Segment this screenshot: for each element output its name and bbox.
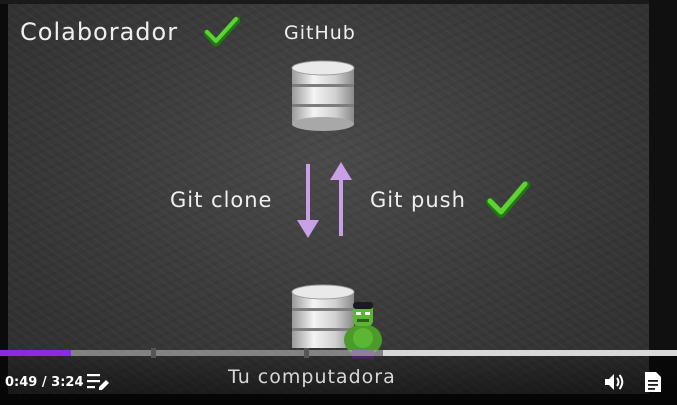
played-bar <box>0 350 71 356</box>
buffered-bar <box>383 350 677 356</box>
progress-bar[interactable] <box>0 348 677 358</box>
local-computer-label: Tu computadora <box>228 366 396 388</box>
top-edge <box>0 0 677 4</box>
chapter-marker[interactable] <box>304 348 309 358</box>
player-controls <box>0 350 677 405</box>
database-icon <box>291 284 355 348</box>
arrow-up-icon <box>330 162 352 236</box>
time-display: 0:49 / 3:24 <box>5 375 84 390</box>
collaborator-label: Colaborador <box>20 18 179 46</box>
arrow-down-icon <box>297 164 319 238</box>
current-time: 0:49 <box>5 375 38 390</box>
transcript-icon[interactable] <box>644 371 662 393</box>
git-push-label: Git push <box>370 188 466 212</box>
playlist-edit-icon[interactable] <box>86 372 110 392</box>
time-separator: / <box>37 375 52 390</box>
check-icon <box>486 181 530 218</box>
check-icon <box>204 16 240 47</box>
database-icon <box>291 60 355 131</box>
volume-icon[interactable] <box>604 372 626 392</box>
chapter-marker[interactable] <box>151 348 156 358</box>
duration: 3:24 <box>51 375 84 390</box>
right-letterbox <box>649 0 677 350</box>
git-clone-label: Git clone <box>170 188 273 212</box>
github-label: GitHub <box>284 22 356 44</box>
